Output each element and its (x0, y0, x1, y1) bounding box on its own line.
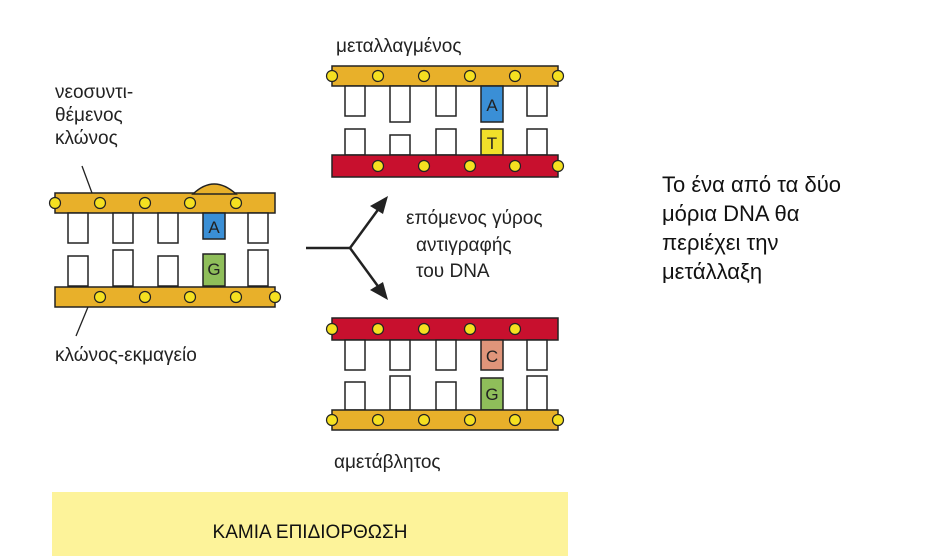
mutated-label: μεταλλαγμένος (336, 36, 461, 57)
mutated-bottom-strand (331, 154, 565, 178)
template-strand-label: κλώνος-εκμαγείο (55, 345, 197, 366)
base-g-box (202, 253, 226, 287)
template-strand-pointer (75, 306, 89, 337)
base-a-box (202, 212, 226, 240)
base-a-label: A (208, 218, 220, 237)
base-c-label: C (486, 347, 498, 366)
base-a-label: A (486, 96, 498, 115)
replication-label-1: επόμενος γύρος (406, 208, 543, 229)
mutated-duplex: A T (325, 65, 565, 178)
unchanged-label: αμετάβλητος (334, 452, 441, 473)
unchanged-base-pairs (344, 339, 548, 411)
unchanged-duplex: C G (325, 317, 565, 431)
banner-label: ΚΑΜΙΑ ΕΠΙΔΙΟΡΘΩΣΗ (212, 522, 408, 543)
left-duplex: A G (48, 183, 282, 308)
replication-label-2: αντιγραφής (416, 235, 512, 256)
arrow-head-up (370, 196, 388, 214)
left-bottom-strand (54, 286, 282, 308)
new-strand-label-2: θέμενος (55, 105, 123, 126)
new-strand-pointer (81, 165, 93, 194)
arrow-head-down (370, 282, 388, 300)
base-g-label: G (485, 385, 498, 404)
unchanged-top-strand (325, 317, 559, 341)
mutated-base-pairs (344, 85, 548, 156)
caption-line-3: περιέχει την (662, 230, 779, 255)
caption-line-1: Το ένα από τα δύο (662, 172, 841, 197)
base-g-label: G (207, 260, 220, 279)
replication-label-3: του DNA (416, 261, 490, 282)
result-caption: Το ένα από τα δύο μόρια DNA θα περιέχει … (662, 170, 922, 286)
no-repair-banner: ΚΑΜΙΑ ΕΠΙΔΙΟΡΘΩΣΗ (52, 492, 568, 556)
new-strand-label-1: νεοσυντι- (55, 82, 133, 103)
left-base-pairs (67, 212, 269, 287)
left-top-strand (48, 183, 276, 214)
unchanged-bottom-strand (325, 409, 565, 431)
base-a-box (480, 85, 504, 123)
caption-line-2: μόρια DNA θα (662, 201, 800, 226)
replication-arrows (306, 206, 382, 290)
caption-line-4: μετάλλαξη (662, 259, 763, 284)
base-c-box (480, 339, 504, 371)
mutated-top-strand (325, 65, 565, 87)
new-strand-label-3: κλώνος (55, 128, 118, 149)
base-t-label: T (487, 134, 497, 153)
